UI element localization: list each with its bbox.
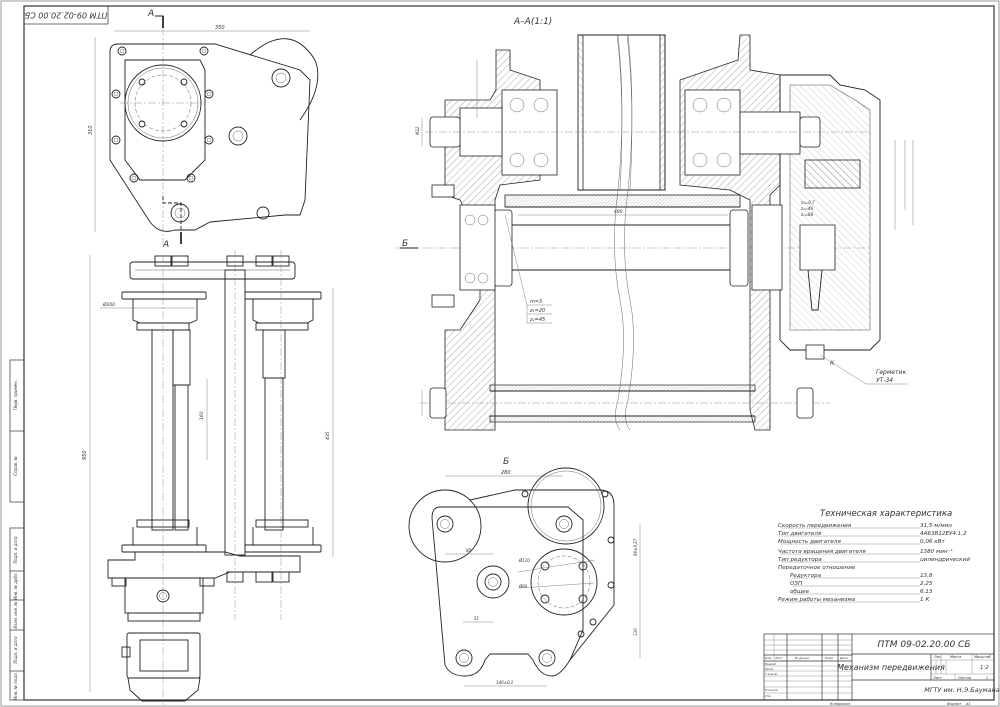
sealant-label-2: УТ-34: [876, 377, 893, 384]
drawing-title: Механизм передвижения: [837, 663, 945, 672]
rotated-designation-box: ПТМ 09-02.20.00 СБ: [23, 5, 109, 25]
dim-view-b-d1: Ø110: [518, 558, 530, 563]
dim-top-width: 350: [215, 25, 225, 31]
spec-row-label: Тип редуктора: [778, 557, 822, 563]
spec-row-label: Редуктора: [790, 573, 822, 579]
sheets-count: 1: [986, 676, 988, 680]
mass-label: Масса: [950, 655, 961, 659]
rev-header-5: Дата: [839, 656, 848, 660]
sig-row-3: Т.контр.: [765, 672, 778, 676]
rev-header-4: Подп.: [825, 656, 834, 660]
dim-view-b-d2: Ø80: [518, 584, 528, 589]
bearing-right-top: [684, 89, 741, 176]
left-front-view: 950 Ø200 160 435: [82, 250, 334, 705]
organization: МГТУ им. Н.Э.Баумана: [924, 686, 999, 694]
bolt-pattern: [111, 46, 214, 183]
sig-row-6: Утв.: [765, 694, 771, 698]
stamp-label-5: Взам. инв. №: [13, 601, 18, 628]
view-b: Б 280 Ø110 Ø80 80 51 140±0,1 96±0,27 1: [408, 457, 641, 687]
gear-right-module: m=0,7: [801, 200, 815, 205]
spec-row-value: 1 К: [920, 597, 930, 603]
cut-marker-top: А: [147, 9, 154, 19]
dim-top-height: 310: [88, 125, 94, 135]
dim-flange-dia: Ø200: [102, 301, 115, 308]
title-block: ПТМ 09-02.20.00 СБ Механизм передвижения…: [763, 633, 1000, 706]
format-label: Формат: [947, 702, 962, 706]
top-nuts: [154, 255, 290, 267]
gear-module: m=3: [530, 299, 542, 305]
spec-row-label: Скорость передвижения: [778, 523, 852, 529]
spec-row-value: 2,25: [920, 581, 933, 587]
rev-header-3: № докум.: [794, 656, 810, 660]
spec-row-value: 1380 мин⁻¹: [920, 548, 953, 555]
dim-shaft-length: 480: [614, 209, 623, 215]
tech-spec-title: Техническая характеристика: [820, 509, 952, 519]
spec-row-value: 0,06 кВт: [920, 539, 945, 545]
bearing-left-top: [501, 89, 558, 176]
lit-label: Лит.: [933, 655, 942, 659]
sheet-label: Лист: [932, 676, 943, 680]
gear-z1: z₁=20: [529, 308, 545, 314]
callout-k: К: [830, 360, 835, 367]
rev-header-2: Лист: [774, 656, 783, 660]
left-margin-stamp: Перв. примен. Справ. № Подп. и дата Инв.…: [9, 359, 25, 701]
stamp-label-6: Подп. и дата: [13, 636, 18, 664]
rotated-designation-text: ПТМ 09-02.20.00 СБ: [24, 11, 107, 20]
spec-row-label: Режим работы механизма: [778, 597, 856, 603]
tech-spec: Техническая характеристика Скорость пере…: [778, 509, 970, 603]
cut-marker-bottom: А: [162, 240, 169, 250]
spec-row-value: 31,5 м/мин: [920, 523, 952, 529]
designation: ПТМ 09-02.20.00 СБ: [878, 640, 971, 650]
stamp-label-2: Справ. №: [13, 456, 18, 475]
dim-view-b-right2: 130: [633, 628, 638, 636]
spec-row-value: цилиндрический: [920, 557, 970, 563]
sealant-label-1: Герметик: [876, 369, 906, 376]
dim-inner-length: 160: [199, 411, 205, 420]
section-label: А–А(1:1): [513, 17, 552, 27]
view-b-arrow-label: Б: [402, 239, 408, 249]
copied-label: Копировал: [830, 702, 851, 706]
dim-left-height: 950: [82, 450, 88, 460]
section-a-a: А–А(1:1): [395, 17, 914, 431]
dim-view-b-dx: 80: [466, 548, 472, 553]
rev-header-1: Изм.: [765, 656, 772, 660]
dim-view-b-width: 280: [501, 470, 511, 476]
sig-row-1: Разраб.: [765, 662, 777, 666]
spec-row-label: Частота вращения двигателя: [778, 549, 866, 555]
inner-frame: [23, 5, 995, 701]
spec-row-value: 13,8: [920, 573, 933, 579]
dim-view-b-right1: 96±0,27: [633, 538, 638, 556]
dim-view-b-dy: 51: [474, 616, 479, 621]
sheets-label: Листов: [957, 676, 971, 680]
stamp-label-7: Инв. № подл.: [13, 672, 18, 700]
spec-row-label: общее: [790, 589, 810, 595]
spec-row-label: Мощность двигателя: [778, 539, 841, 545]
gear-data-callout-right: m=0,7 z₁=46 z₂=88: [800, 200, 815, 217]
spec-row-label: Передаточное отношение: [778, 565, 856, 571]
view-b-label: Б: [503, 457, 509, 467]
gear-right-z2: z₂=88: [800, 212, 814, 217]
sig-row-5: Н.контр.: [765, 688, 778, 692]
gear-right-z1: z₁=46: [800, 206, 814, 211]
stamp-label-3: Подп. и дата: [13, 536, 18, 564]
sig-row-2: Пров.: [765, 667, 774, 671]
spec-row-value: 6,13: [920, 589, 933, 595]
dim-view-b-bottom: 140±0,1: [496, 680, 513, 685]
spec-row-label: Тип двигателя: [778, 531, 822, 537]
stamp-label-4: Инв. № дубл.: [13, 572, 18, 599]
top-left-end-view: А 350 310: [88, 9, 319, 250]
dim-pillar-height: 435: [325, 431, 331, 440]
spec-row-label: ОЗП: [790, 581, 803, 587]
scale-label: Масштаб: [974, 655, 991, 659]
stamp-label-1: Перв. примен.: [13, 380, 18, 410]
gear-z2: z₂=45: [529, 317, 545, 323]
dim-thread-m22: M22: [415, 126, 420, 135]
format-value: A1: [965, 702, 971, 706]
gear-data-callout: m=3 z₁=20 z₂=45: [526, 299, 552, 324]
scale-value: 1:2: [980, 665, 989, 671]
spec-row-value: 4А63В12ЕУ4.1,2: [920, 531, 967, 537]
